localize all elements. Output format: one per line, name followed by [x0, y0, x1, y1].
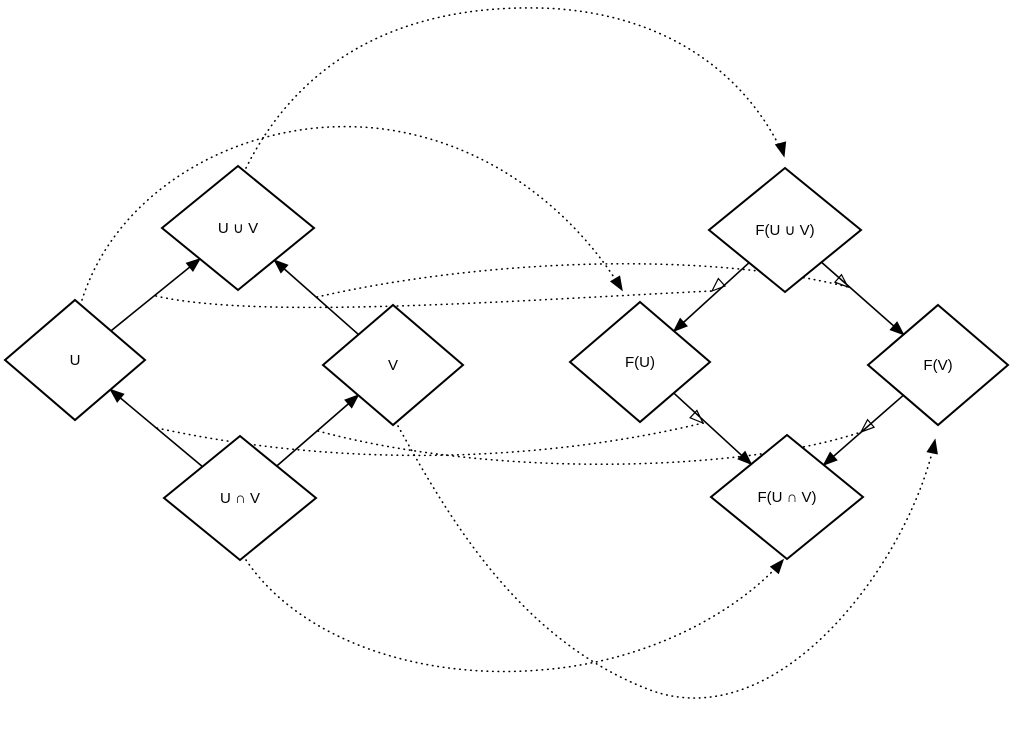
arrowhead-u-intersect-v-to-v	[344, 394, 360, 409]
solid-edge-u-intersect-v-to-u	[109, 389, 203, 468]
arrowhead-u-to-u-union-v	[185, 257, 202, 273]
node-u: U	[3, 298, 147, 422]
dotted-edge-map-object-u-intersect-v	[245, 559, 784, 673]
solid-edge-f-v-to-f-u-intersect-v	[823, 394, 904, 466]
dotted-edge-map-object-u-union-v	[245, 7, 785, 169]
solid-edge-u-to-u-union-v	[110, 258, 201, 332]
dotted-edge-map-object-v	[397, 425, 936, 699]
node-v-shape	[321, 303, 465, 427]
node-u-intersect-v-label: U ∩ V	[220, 490, 260, 507]
dotted-edge-map-object-u	[81, 125, 623, 301]
arrowhead-f-u-to-f-u-intersect-v	[737, 450, 753, 466]
solid-edge-f-u-union-v-to-f-u	[673, 262, 750, 332]
solid-edge-u-intersect-v-to-v	[276, 394, 359, 467]
node-u-union-v-shape	[160, 164, 316, 292]
node-v-label: V	[388, 357, 398, 374]
node-f-v-label: F(V)	[923, 357, 952, 374]
arrowhead-map-object-u-intersect-v	[769, 558, 785, 575]
node-f-u-intersect-v-label: F(U ∩ V)	[757, 489, 816, 506]
node-f-v-shape	[866, 303, 1010, 427]
arrowhead-f-u-union-v-to-f-v	[889, 321, 905, 336]
arrowhead-map-object-u-union-v	[774, 141, 787, 158]
node-f-u-union-v: F(U ∪ V)	[707, 166, 863, 294]
node-f-u-union-v-shape	[707, 166, 863, 294]
node-v: V	[321, 303, 465, 427]
node-u-shape	[3, 298, 147, 422]
node-u-union-v: U ∪ V	[160, 164, 316, 292]
node-f-v: F(V)	[866, 303, 1010, 427]
node-f-u-label: F(U)	[625, 354, 655, 371]
node-u-label: U	[70, 352, 81, 369]
node-f-u-union-v-label: F(U ∪ V)	[755, 222, 814, 239]
node-u-intersect-v-shape	[162, 434, 318, 562]
arrowhead-f-u-union-v-to-f-u	[672, 317, 688, 333]
arrowhead-map-object-u	[609, 275, 623, 292]
arrowhead-f-v-to-f-u-intersect-v	[822, 451, 838, 467]
solid-edge-f-u-union-v-to-f-v	[820, 261, 905, 336]
arrowhead-v-to-u-union-v	[273, 259, 289, 274]
node-f-u: F(U)	[568, 300, 712, 424]
solid-edge-v-to-u-union-v	[273, 259, 360, 336]
node-u-intersect-v: U ∩ V	[162, 434, 318, 562]
solid-edge-f-u-to-f-u-intersect-v	[673, 392, 752, 465]
node-f-u-shape	[568, 300, 712, 424]
node-f-u-intersect-v: F(U ∩ V)	[709, 433, 865, 561]
arrowhead-map-object-v	[926, 438, 938, 455]
open-arrowhead-map-arrow-u-to-union	[710, 277, 727, 293]
node-u-union-v-label: U ∪ V	[218, 220, 258, 237]
dotted-edge-map-arrow-u-to-union	[155, 290, 713, 309]
node-f-u-intersect-v-shape	[709, 433, 865, 561]
arrowhead-u-intersect-v-to-u	[109, 388, 125, 403]
